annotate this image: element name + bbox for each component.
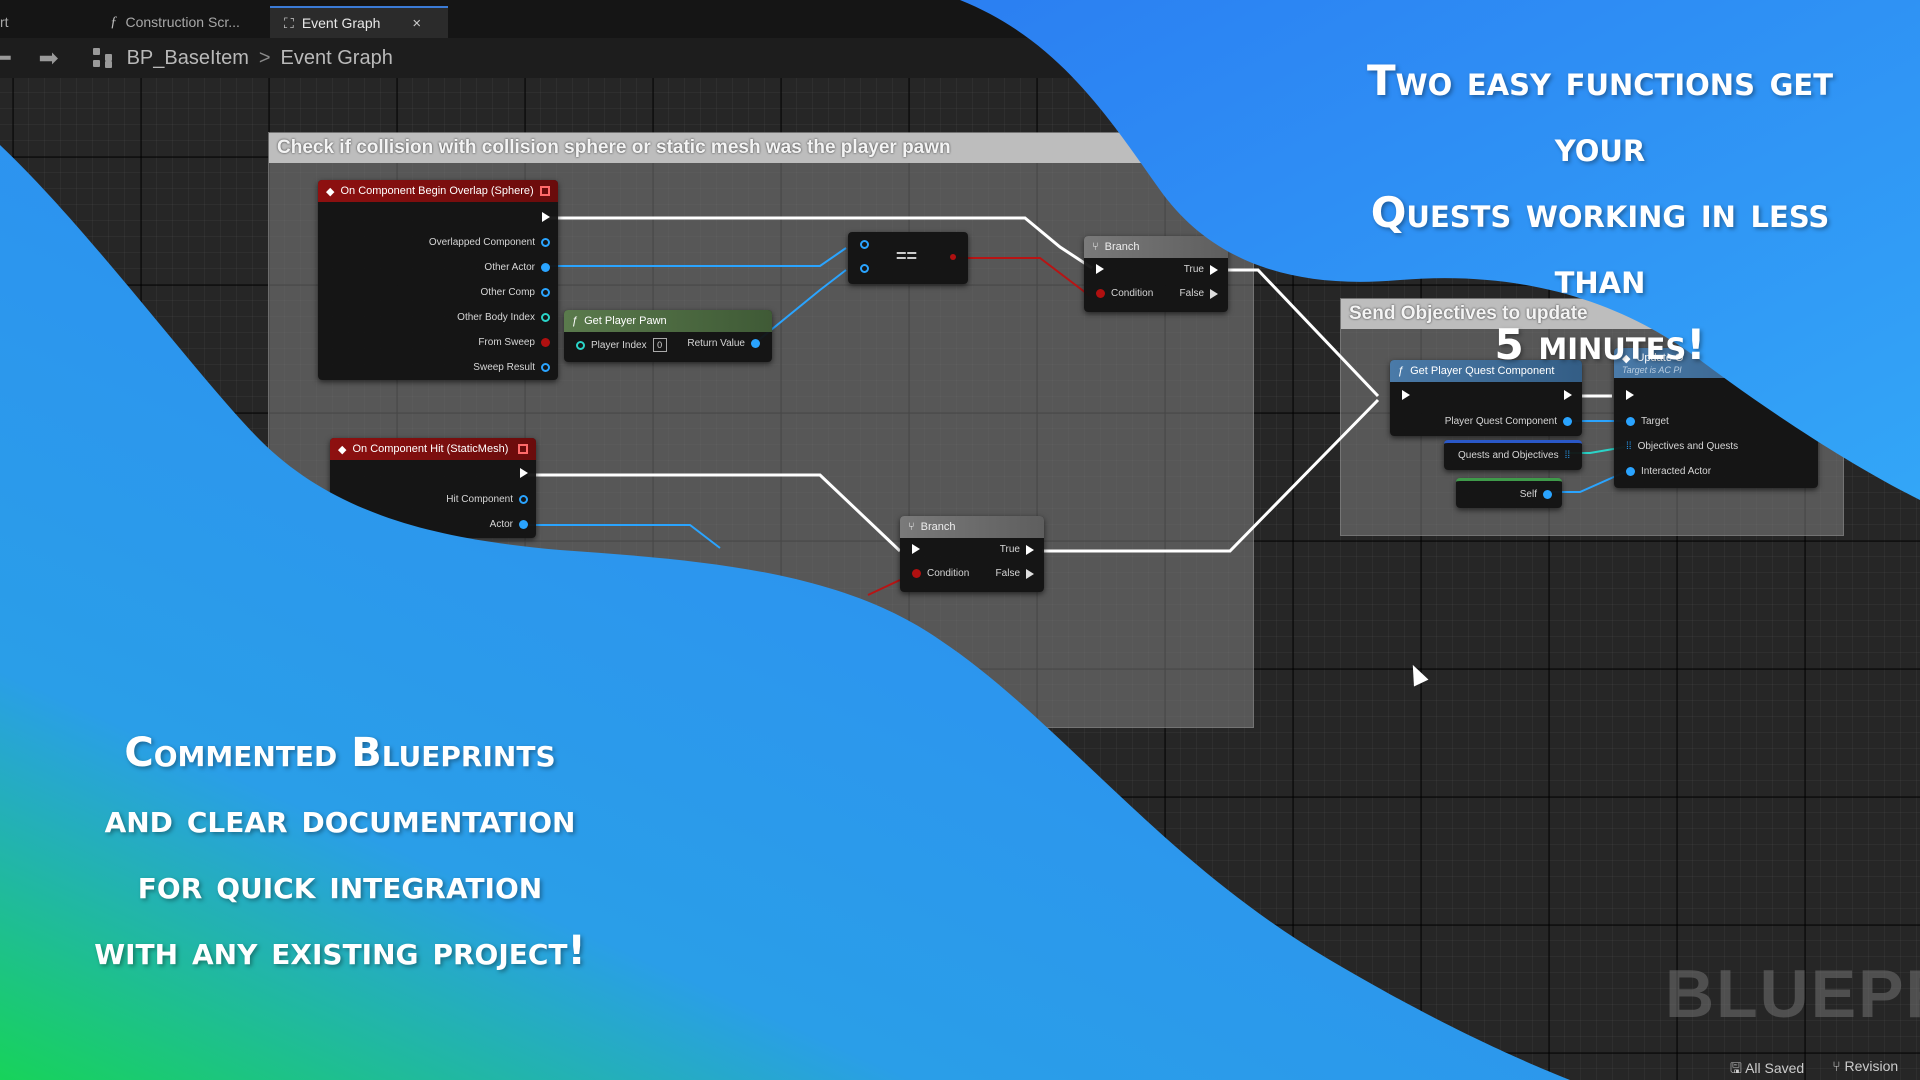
branch-icon: ⑂ <box>908 521 915 533</box>
pin-condition[interactable]: Condition <box>1096 288 1153 299</box>
node-title: Get Player Pawn <box>584 315 667 327</box>
back-arrow-icon[interactable]: ━ <box>0 44 11 72</box>
exec-output-pin[interactable] <box>542 212 550 222</box>
node-get-player-pawn[interactable]: ƒ Get Player Pawn Player Index 0 Return … <box>564 310 772 362</box>
promo-line: 5 minutes! <box>1494 320 1706 369</box>
pin-target[interactable]: Target <box>1626 416 1669 427</box>
node-quests-and-objectives-variable[interactable]: Quests and Objectives⁞⁞ <box>1444 440 1582 470</box>
pin-player-quest-component[interactable]: Player Quest Component <box>1445 416 1572 427</box>
exec-input-pin[interactable] <box>1402 390 1410 400</box>
pin-actor[interactable]: Actor <box>490 519 528 530</box>
pin-equals-out[interactable] <box>950 254 956 260</box>
tab-partial[interactable]: rt <box>0 6 23 38</box>
node-self-variable[interactable]: Self <box>1456 478 1562 508</box>
function-icon: ◆ <box>1622 352 1631 365</box>
tab-event-graph[interactable]: ⛶ Event Graph × <box>270 6 448 38</box>
function-icon: ƒ <box>110 13 118 30</box>
node-component-hit[interactable]: ◆ On Component Hit (StaticMesh) Hit Comp… <box>330 438 536 538</box>
pin-player-index[interactable]: Player Index 0 <box>576 338 667 352</box>
node-begin-overlap[interactable]: ◆ On Component Begin Overlap (Sphere) Ov… <box>318 180 558 380</box>
pin-false[interactable]: False <box>1180 288 1218 299</box>
node-header: ◆ On Component Begin Overlap (Sphere) <box>318 180 558 202</box>
promo-line: Quests working in less than <box>1370 188 1830 303</box>
exec-input-pin[interactable] <box>912 544 920 554</box>
promo-line: and clear documentation <box>104 796 576 842</box>
node-title: Update O <box>1636 351 1684 364</box>
pin-other-body-index[interactable]: Other Body Index <box>457 312 550 323</box>
pin-equals-a[interactable] <box>860 240 869 249</box>
node-header: ƒ Get Player Pawn <box>564 310 772 332</box>
player-index-input[interactable]: 0 <box>652 338 667 352</box>
blueprint-watermark: BLUEPRI <box>1665 956 1920 1032</box>
variable-label: Quests and Objectives⁞⁞ <box>1458 450 1571 461</box>
pin-from-sweep[interactable]: From Sweep <box>478 337 550 348</box>
node-header: ⑂ Branch <box>900 516 1044 538</box>
graph-icon: ⛶ <box>284 14 294 31</box>
variable-label: Self <box>1520 489 1552 500</box>
promo-headline-top: Two easy functions get your Quests worki… <box>1320 48 1880 378</box>
function-icon: ƒ <box>572 315 579 327</box>
blueprint-icon <box>92 48 115 68</box>
tab-label: rt <box>0 14 9 30</box>
delegate-pin-icon[interactable] <box>518 444 528 454</box>
pin-sweep-result[interactable]: Sweep Result <box>473 362 550 373</box>
node-branch-2[interactable]: ⑂ Branch True Condition False <box>900 516 1044 592</box>
status-bar: 🖫 All Saved ⑂ Revision <box>1730 1058 1898 1080</box>
pin-other-comp[interactable]: Other Comp <box>481 287 550 298</box>
node-title: Branch <box>1104 241 1140 253</box>
revision-icon: ⑂ <box>1832 1058 1841 1074</box>
node-get-player-quest-component[interactable]: ƒ Get Player Quest Component Player Ques… <box>1390 360 1582 436</box>
array-grid-icon[interactable]: ⁞⁞ <box>1564 450 1571 461</box>
comment-title: Check if collision with collision sphere… <box>269 133 1253 163</box>
promo-line: for quick integration <box>137 862 543 908</box>
pin-overlapped-component[interactable]: Overlapped Component <box>429 237 550 248</box>
pin-other-actor[interactable]: Other Actor <box>484 262 550 273</box>
promo-headline-bottom: Commented Blueprints and clear documenta… <box>60 720 620 984</box>
forward-arrow-icon[interactable]: ➡ <box>38 44 59 72</box>
node-header: ◆ On Component Hit (StaticMesh) <box>330 438 536 460</box>
node-equals[interactable]: == <box>848 232 968 284</box>
tab-construction-script[interactable]: ƒ Construction Scr... <box>96 6 254 38</box>
pin-true[interactable]: True <box>1000 544 1034 555</box>
event-icon: ◆ <box>326 185 335 198</box>
function-icon: ƒ <box>1398 365 1405 377</box>
node-branch-1[interactable]: ⑂ Branch True Condition False <box>1084 236 1228 312</box>
close-icon[interactable]: × <box>412 14 422 32</box>
branch-icon: ⑂ <box>1092 241 1099 253</box>
node-title: On Component Begin Overlap (Sphere) <box>340 185 534 197</box>
node-title: Branch <box>920 521 956 533</box>
node-header: ƒ Get Player Quest Component <box>1390 360 1582 382</box>
save-status[interactable]: 🖫 All Saved <box>1730 1060 1805 1076</box>
node-title: Get Player Quest Component <box>1410 365 1555 377</box>
pin-interacted-actor[interactable]: Interacted Actor <box>1626 466 1711 477</box>
event-icon: ◆ <box>338 443 347 456</box>
node-title: On Component Hit (StaticMesh) <box>352 443 509 455</box>
exec-output-pin[interactable] <box>1564 390 1572 400</box>
breadcrumb-blueprint[interactable]: BP_BaseItem <box>126 46 249 69</box>
pin-condition[interactable]: Condition <box>912 568 969 579</box>
tab-label: Construction Scr... <box>125 14 240 30</box>
promo-line: with any existing project! <box>94 928 586 974</box>
pin-hit-component[interactable]: Hit Component <box>446 494 528 505</box>
tab-label: Event Graph <box>301 15 381 31</box>
exec-input-pin[interactable] <box>1626 390 1634 400</box>
node-subtitle: Target is AC Pl <box>1622 364 1682 375</box>
delegate-pin-icon[interactable] <box>540 186 550 196</box>
exec-output-pin[interactable] <box>520 468 528 478</box>
pin-objectives-and-quests[interactable]: ⁞⁞Objectives and Quests <box>1626 441 1739 452</box>
promo-line: Two easy functions get your <box>1367 56 1833 171</box>
pin-return-value[interactable]: Return Value <box>687 338 760 349</box>
equals-label: == <box>896 246 918 266</box>
save-icon: 🖫 <box>1730 1060 1742 1076</box>
breadcrumb-graph[interactable]: Event Graph <box>280 46 393 69</box>
exec-input-pin[interactable] <box>1096 264 1104 274</box>
breadcrumb-separator: > <box>258 46 271 69</box>
promo-line: Commented Blueprints <box>124 730 556 776</box>
node-header: ⑂ Branch <box>1084 236 1228 258</box>
revision-control[interactable]: ⑂ Revision <box>1832 1058 1899 1074</box>
pin-true[interactable]: True <box>1184 264 1218 275</box>
pin-equals-b[interactable] <box>860 264 869 273</box>
pin-false[interactable]: False <box>996 568 1034 579</box>
